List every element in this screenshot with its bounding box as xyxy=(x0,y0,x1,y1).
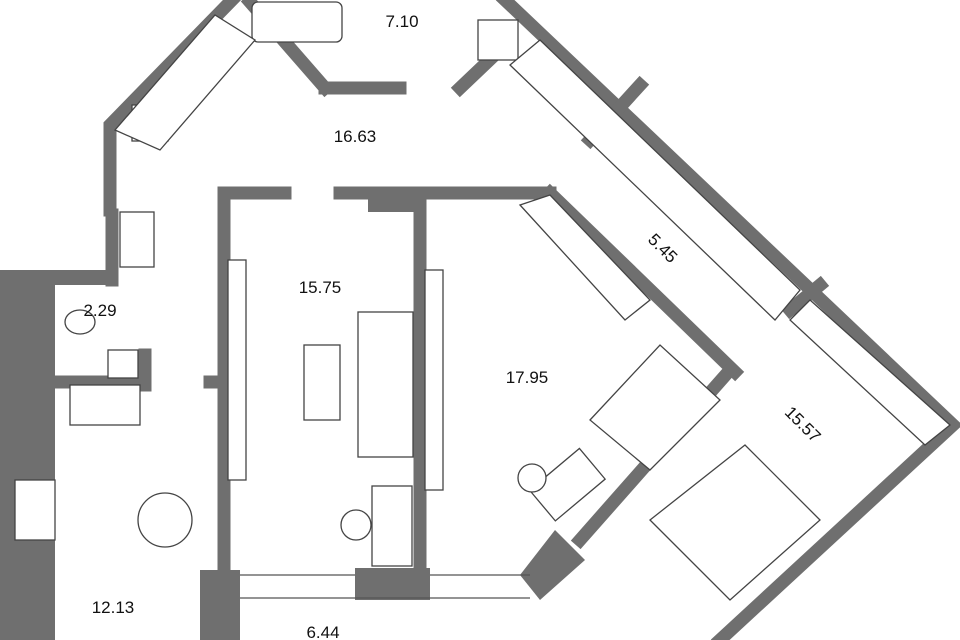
kitchen-sink-icon xyxy=(69,384,141,426)
desk-icon xyxy=(528,447,607,522)
dining-table-icon xyxy=(137,492,193,548)
room-area-balcony: 6.44 xyxy=(306,623,339,640)
toilet-icon xyxy=(64,309,96,335)
double-bed-icon xyxy=(649,444,821,601)
room-area-bedroom-2: 15.57 xyxy=(781,403,825,447)
tv-stand-icon xyxy=(227,259,247,481)
room-area-toilet: 2.29 xyxy=(83,301,116,320)
closet-icon xyxy=(789,299,952,446)
wardrobe-icon xyxy=(119,211,155,268)
closet-icon xyxy=(518,194,651,321)
stove-icon xyxy=(14,479,56,541)
room-area-wardrobe: 5.45 xyxy=(644,230,681,267)
desk-icon xyxy=(371,485,413,567)
bed-icon xyxy=(589,344,721,471)
room-area-bathroom: 7.10 xyxy=(385,12,418,31)
sofa-icon xyxy=(357,311,414,458)
bathtub-icon xyxy=(251,1,343,43)
tv-stand-icon xyxy=(424,269,444,491)
washer-icon xyxy=(477,19,519,61)
coffee-table-icon xyxy=(303,344,341,421)
furniture xyxy=(14,1,952,601)
room-area-bedroom-1: 17.95 xyxy=(506,368,549,387)
closet-icon xyxy=(509,39,801,321)
closet-icon xyxy=(113,14,256,151)
room-area-living-room: 15.75 xyxy=(299,278,342,297)
sink-icon xyxy=(107,349,139,379)
room-area-kitchen: 12.13 xyxy=(92,598,135,617)
chair-icon xyxy=(517,463,547,493)
chair-icon xyxy=(340,509,372,541)
room-area-hallway: 16.63 xyxy=(334,127,377,146)
